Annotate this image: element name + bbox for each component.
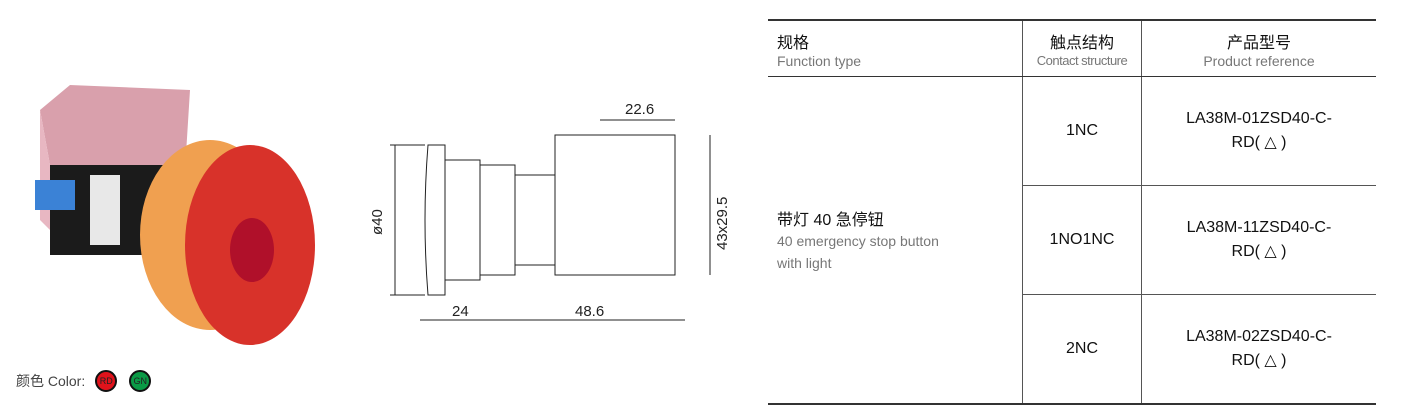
head-outline — [424, 144, 446, 296]
header-contact-en: Contact structure — [1036, 53, 1128, 68]
header-function-en: Function type — [777, 52, 862, 69]
contact-cell: 2NC — [1022, 294, 1142, 405]
dim-body-length: 48.6 — [575, 303, 604, 320]
color-options: 颜色 Color: RD GN — [16, 370, 152, 392]
ref-line-2: RD( △ ) — [1231, 352, 1287, 369]
ref-line-1: LA38M-02ZSD40-C- — [1186, 328, 1332, 345]
dimension-drawing: 22.6 ø40 43x29.5 24 48.6 — [370, 101, 730, 321]
ref-cell: LA38M-11ZSD40-C- RD( △ ) — [1141, 185, 1376, 295]
dim-head-depth: 24 — [452, 303, 469, 320]
ref-line-1: LA38M-01ZSD40-C- — [1186, 110, 1332, 127]
ref-cell: LA38M-01ZSD40-C- RD( △ ) — [1141, 76, 1376, 186]
function-cn: 带灯 40 急停钮 — [777, 212, 884, 229]
ref-line-2: RD( △ ) — [1231, 134, 1287, 151]
contact-cell: 1NC — [1022, 76, 1142, 186]
table-row: 1NO1NC LA38M-11ZSD40-C- RD( △ ) — [768, 185, 1376, 295]
product-photo — [35, 85, 315, 345]
dim-top-width: 22.6 — [625, 101, 654, 118]
contact-block-top — [40, 85, 190, 170]
ref-line-1: LA38M-11ZSD40-C- — [1186, 219, 1332, 236]
function-en-1: 40 emergency stop button — [777, 233, 939, 249]
blue-terminal — [35, 180, 75, 210]
header-contact-cn: 触点结构 — [1049, 35, 1114, 52]
dim-diameter: ø40 — [370, 209, 386, 235]
lamp-lens — [230, 218, 274, 282]
contact-cell: 1NO1NC — [1022, 185, 1142, 295]
color-swatch-green: GN — [129, 370, 152, 392]
table-row: 2NC LA38M-02ZSD40-C- RD( △ ) — [768, 294, 1376, 405]
color-swatch-red: RD — [95, 370, 118, 392]
header-ref-cn: 产品型号 — [1226, 34, 1291, 52]
contact-block-outline — [554, 134, 676, 276]
header-ref-en: Product reference — [1203, 52, 1315, 69]
header-function-cn: 规格 — [777, 34, 810, 52]
table-row: 带灯 40 急停钮 40 emergency stop button with … — [768, 76, 1376, 405]
ref-line-2: RD( △ ) — [1231, 243, 1287, 260]
ref-cell: LA38M-02ZSD40-C- RD( △ ) — [1141, 294, 1376, 405]
dim-height: 43x29.5 — [714, 197, 730, 250]
color-label: 颜色 Color: — [16, 373, 86, 389]
function-en-2: with light — [777, 255, 832, 271]
